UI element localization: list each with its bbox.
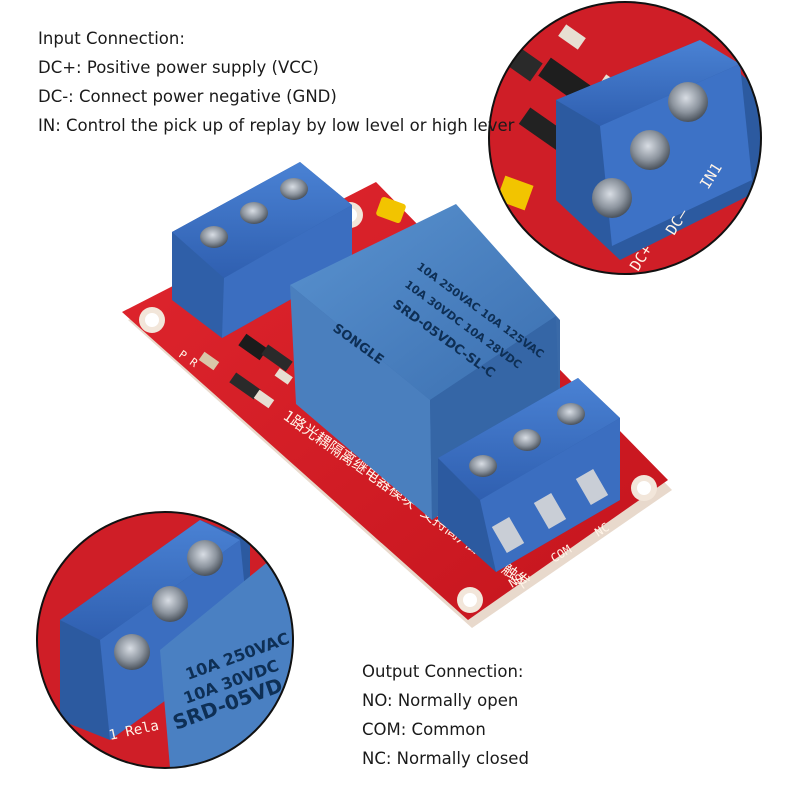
mounting-hole — [631, 475, 657, 501]
output-line-nc: NC: Normally closed — [362, 749, 529, 768]
screw — [513, 429, 541, 451]
jumper — [376, 197, 406, 223]
output-line-no: NO: Normally open — [362, 691, 519, 710]
pin-label-no: NO — [506, 571, 526, 591]
screw — [469, 455, 497, 477]
screw — [200, 226, 228, 248]
input-line-dc-plus: DC+: Positive power supply (VCC) — [38, 58, 319, 77]
zoom-input-terminal: DC+ DC– IN1 — [488, 1, 762, 275]
input-line-in: IN: Control the pick up of replay by low… — [38, 116, 515, 135]
output-connection-legend: Output Connection: NO: Normally open COM… — [362, 657, 529, 773]
output-connection-heading: Output Connection: — [362, 662, 524, 681]
input-connection-legend: Input Connection: DC+: Positive power su… — [38, 24, 514, 140]
screw — [187, 540, 223, 576]
screw — [668, 82, 708, 122]
output-terminal-block — [438, 378, 620, 572]
screw — [592, 178, 632, 218]
mounting-hole — [457, 587, 483, 613]
zoom-output-terminal: 10A 250VAC 10A 30VDC SRD-05VD 1 Rela — [36, 511, 294, 769]
mounting-hole — [139, 307, 165, 333]
input-connection-heading: Input Connection: — [38, 29, 185, 48]
pin-label-nc: NC — [592, 520, 612, 540]
screw — [240, 202, 268, 224]
screw — [114, 634, 150, 670]
screw — [280, 178, 308, 200]
screw — [152, 586, 188, 622]
relay-board: P R 1路光耦隔离继电器模块 支持高/低电平触发 SONGLE 10A 250… — [122, 162, 672, 628]
input-line-dc-minus: DC-: Connect power negative (GND) — [38, 87, 337, 106]
screw — [630, 130, 670, 170]
input-terminal-block — [172, 162, 352, 338]
output-line-com: COM: Common — [362, 720, 486, 739]
screw — [557, 403, 585, 425]
